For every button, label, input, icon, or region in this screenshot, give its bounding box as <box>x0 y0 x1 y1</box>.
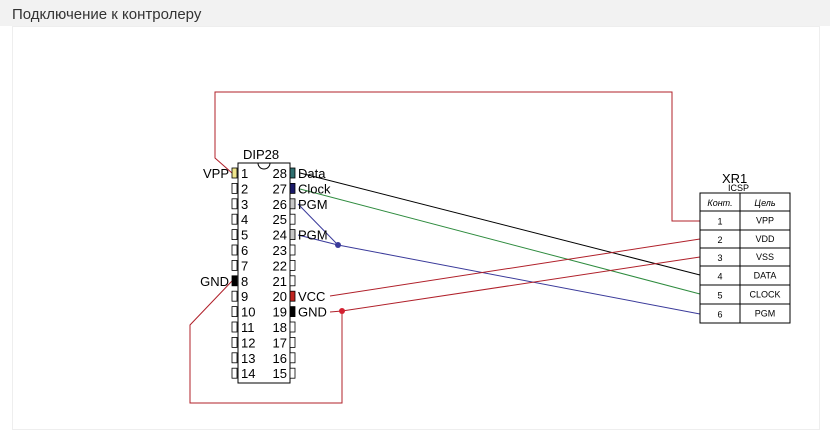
chip-name: DIP28 <box>243 147 279 162</box>
pin-number-left: 11 <box>241 320 255 335</box>
pin <box>289 244 296 256</box>
pin-number-left: 9 <box>241 289 248 304</box>
pin-label-vcc: VCC <box>298 289 325 304</box>
pin-number-left: 8 <box>241 274 248 289</box>
connector-pin: 1 <box>717 217 722 227</box>
pin-number-right: 27 <box>273 181 287 196</box>
pin-number-right: 24 <box>273 228 287 243</box>
connector-pin: 6 <box>717 310 722 320</box>
wire-clock <box>299 188 701 295</box>
header-net: Цель <box>754 198 776 208</box>
connector-pin: 2 <box>717 235 722 245</box>
connector-table <box>699 192 791 324</box>
pin-number-left: 14 <box>241 366 255 381</box>
pin-number-right: 17 <box>273 335 287 350</box>
wire-vpp <box>214 91 700 222</box>
connector-type: ICSP <box>728 183 749 193</box>
pin <box>289 352 296 364</box>
pin <box>231 167 238 179</box>
pin <box>231 229 238 241</box>
pin-number-left: 7 <box>241 258 248 273</box>
pin-label-clock: Clock <box>298 181 331 196</box>
pin-label-gnd19: GND <box>298 305 327 320</box>
pin <box>231 321 238 333</box>
pin-number-left: 13 <box>241 351 255 366</box>
pin <box>289 321 296 333</box>
pin <box>289 290 296 302</box>
pin-number-right: 23 <box>273 243 287 258</box>
connector-net: VSS <box>756 252 774 262</box>
pin-number-right: 28 <box>273 166 287 181</box>
connector-pin: 5 <box>717 291 722 301</box>
pin <box>231 259 238 271</box>
chip-body <box>237 162 291 384</box>
pin-label-pgm24: PGM <box>298 228 328 243</box>
header-pin: Конт. <box>707 198 732 208</box>
chip-notch <box>257 162 271 170</box>
pin-number-right: 20 <box>273 289 287 304</box>
junction-dot <box>335 242 341 248</box>
pin <box>231 290 238 302</box>
pin <box>289 275 296 287</box>
junction-dot <box>339 308 345 314</box>
pin <box>289 167 296 179</box>
pin-number-right: 16 <box>273 351 287 366</box>
pin <box>231 213 238 225</box>
diagram-panel <box>12 26 820 430</box>
connector-name: XR1 <box>722 171 747 186</box>
pin <box>231 198 238 210</box>
pin <box>231 182 238 194</box>
pin-number-left: 3 <box>241 197 248 212</box>
connector-net: DATA <box>754 271 777 281</box>
pin <box>231 275 238 287</box>
pin-number-right: 15 <box>273 366 287 381</box>
wire-pgm <box>297 203 701 315</box>
pin <box>231 352 238 364</box>
pin-number-left: 1 <box>241 166 248 181</box>
wire-vcc <box>329 238 701 297</box>
wire-gnd-return <box>189 280 343 404</box>
connector-pin: 4 <box>717 272 722 282</box>
pin <box>289 229 296 241</box>
connector-net: PGM <box>755 309 776 319</box>
pin-number-left: 5 <box>241 228 248 243</box>
pin <box>231 367 238 379</box>
pin <box>289 306 296 318</box>
pin <box>231 336 238 348</box>
pin-number-left: 6 <box>241 243 248 258</box>
connector-net: VDD <box>755 234 775 244</box>
pin-number-left: 10 <box>241 305 255 320</box>
pin-number-right: 25 <box>273 212 287 227</box>
page-title: Подключение к контролеру <box>12 6 202 23</box>
pin <box>231 244 238 256</box>
pin-label-vpp: VPP <box>203 166 229 181</box>
connector-net: CLOCK <box>749 290 780 300</box>
pin-number-right: 18 <box>273 320 287 335</box>
pin-number-right: 21 <box>273 274 287 289</box>
pin-number-left: 4 <box>241 212 248 227</box>
pin <box>289 198 296 210</box>
pin-number-left: 12 <box>241 335 255 350</box>
pin-label-data: Data <box>298 166 326 181</box>
pin <box>289 213 296 225</box>
connector-net: VPP <box>756 216 774 226</box>
pin-label-pgm26: PGM <box>298 197 328 212</box>
wire-data <box>299 172 701 276</box>
pin <box>289 182 296 194</box>
connector-pin: 3 <box>717 253 722 263</box>
pin-number-right: 19 <box>273 305 287 320</box>
pin <box>289 367 296 379</box>
pin <box>289 259 296 271</box>
pin-label-gnd8: GND <box>200 274 229 289</box>
pin-number-right: 22 <box>273 258 287 273</box>
pin <box>231 306 238 318</box>
header-bar <box>0 0 830 26</box>
pin-number-left: 2 <box>241 181 248 196</box>
pin <box>289 336 296 348</box>
pin-number-right: 26 <box>273 197 287 212</box>
